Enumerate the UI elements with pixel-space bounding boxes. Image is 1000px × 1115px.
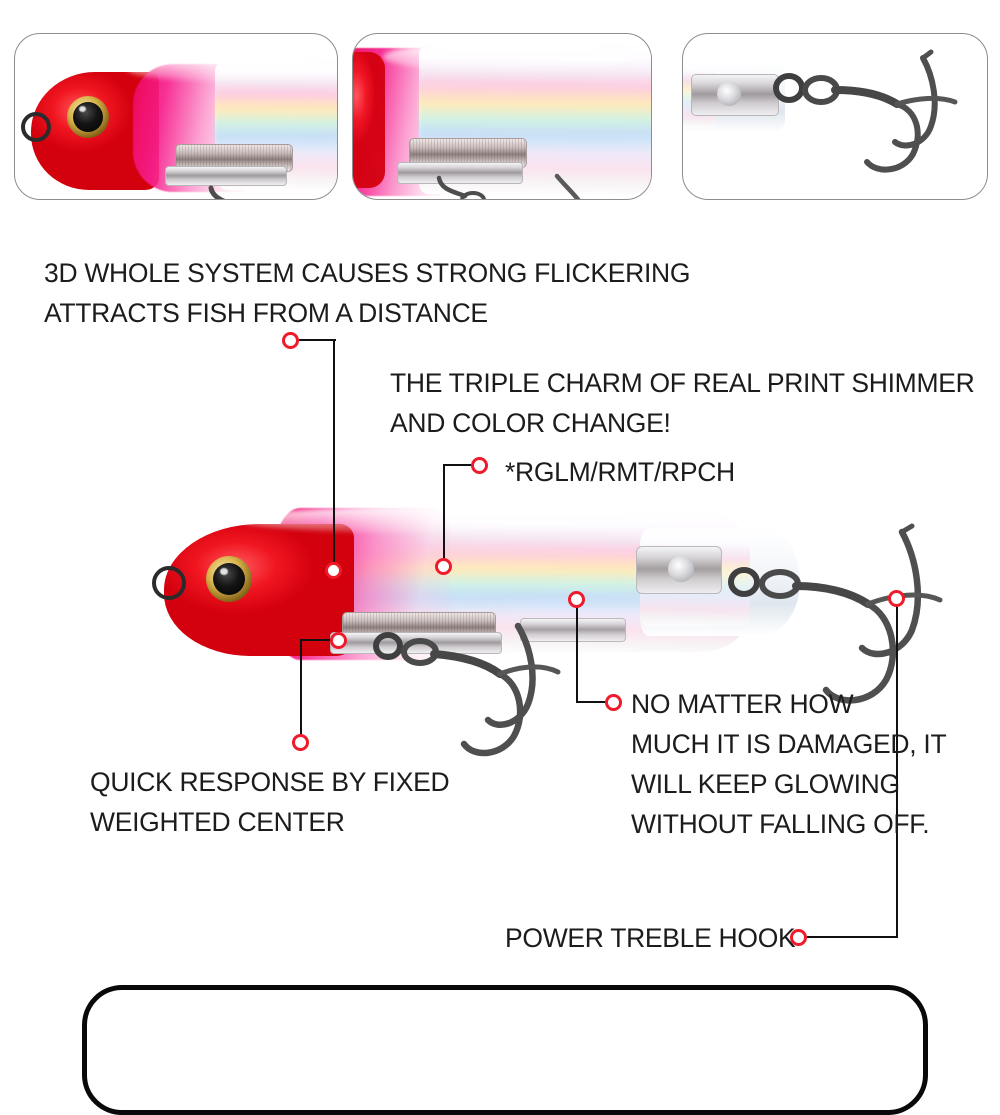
callout-color-codes-marker[interactable] [471,457,488,474]
callout-treble-hook-leader-h [806,936,898,939]
thumbnail-2-art [353,34,651,199]
callout-flickering-leader-h [296,339,336,342]
callout-keep-glowing-leader-h [576,701,610,704]
thumbnail-1-hook-icon [208,185,226,199]
thumbnail-row [0,0,1000,230]
callout-treble-hook-leader-v [896,598,899,938]
callout-weighted-center-leader-v [300,639,303,742]
callout-keep-glowing-anchor-marker[interactable] [605,694,622,711]
thumbnail-1-art [15,34,337,199]
thumbnail-3-art [683,34,987,199]
thumbnail-lure-body-closeup[interactable] [352,33,652,200]
callout-weighted-center-marker[interactable] [330,632,347,649]
callout-keep-glowing-marker[interactable] [568,591,585,608]
callout-triple-charm-label: THE TRIPLE CHARM OF REAL PRINT SHIMMER A… [390,368,975,438]
callout-treble-hook-marker[interactable] [888,590,905,607]
callout-flickering-marker[interactable] [282,332,299,349]
callout-color-codes-leader-h [443,464,473,467]
thumbnail-2-hook-icon [436,173,581,199]
callout-weighted-center-leader-h [300,639,332,642]
tail-treble-hook-icon [728,523,943,704]
bottom-rounded-frame [82,985,928,1115]
callout-flickering-label: 3D WHOLE SYSTEM CAUSES STRONG FLICKERING… [44,258,691,328]
callout-flickering-anchor-marker[interactable] [325,562,342,579]
main-lure-image [120,480,943,800]
callout-keep-glowing-label: NO MATTER HOW MUCH IT IS DAMAGED, IT WIL… [631,689,947,839]
belly-treble-hook-icon [373,622,561,757]
callout-color-codes-anchor-marker[interactable] [435,558,452,575]
thumbnail-lure-head-closeup[interactable] [14,33,338,200]
thumbnail-lure-tail-hook-closeup[interactable] [682,33,988,200]
callout-color-codes-label: *RGLM/RMT/RPCH [505,457,735,487]
callout-keep-glowing-leader-v [576,599,579,703]
thumbnail-3-hook-icon [773,49,958,173]
callout-weighted-center-anchor-marker[interactable] [292,734,309,751]
callout-color-codes-leader-v [443,464,446,566]
callout-weighted-center-label: QUICK RESPONSE BY FIXED WEIGHTED CENTER [90,767,450,837]
callout-flickering-leader-v [333,339,336,571]
callout-treble-hook-label: POWER TREBLE HOOK [505,923,796,953]
callout-treble-hook-anchor-marker[interactable] [790,929,807,946]
